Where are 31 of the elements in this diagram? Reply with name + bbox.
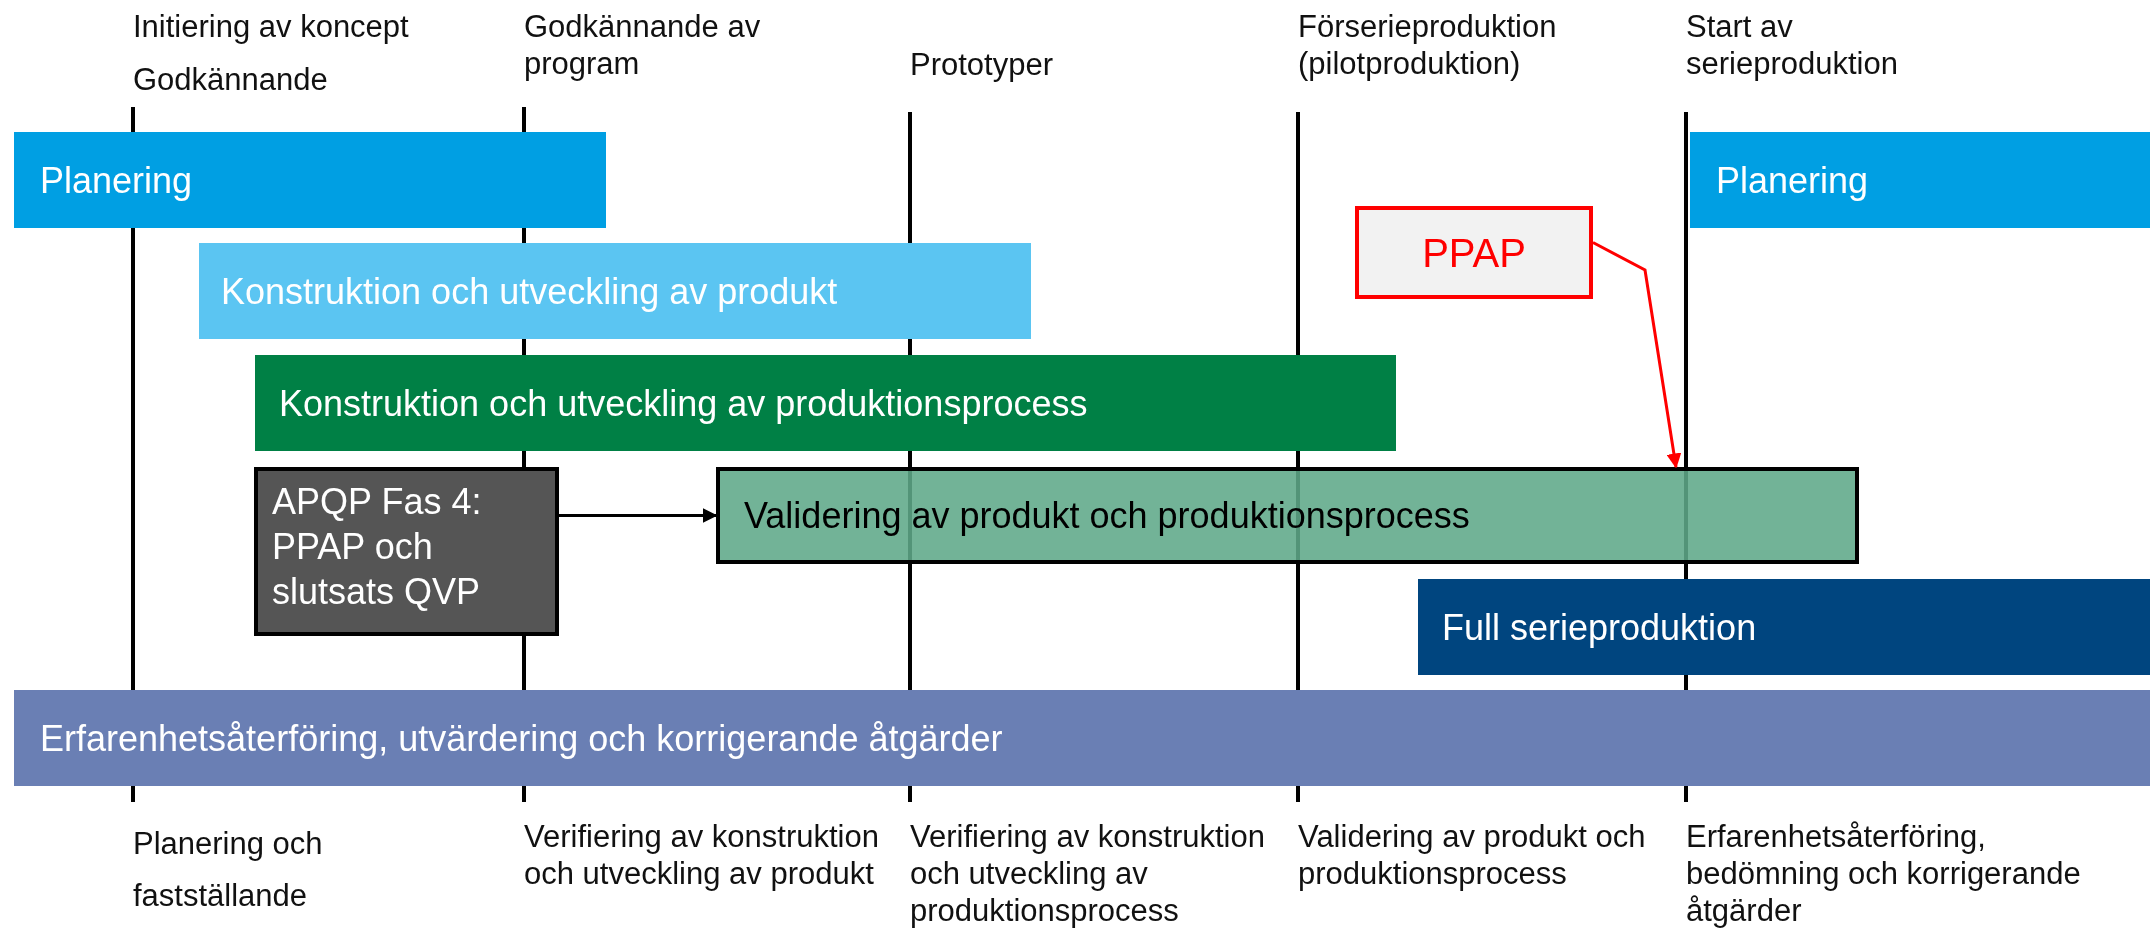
bar-label: Erfarenhetsåterföring, utvärdering och korrigerande åtgärder bbox=[40, 716, 1003, 761]
phase-bar bbox=[1690, 132, 2150, 228]
phase-bar bbox=[716, 467, 1859, 564]
bar-label: APQP Fas 4: PPAP och slutsats QVP bbox=[272, 480, 483, 614]
bar-label: Validering av produkt och produktionsprocess bbox=[744, 494, 1470, 538]
arrow bbox=[559, 508, 718, 523]
milestone-label: Erfarenhetsåterföring, bedömning och korrigerande åtgärder bbox=[1686, 818, 2082, 928]
callout-box bbox=[1355, 206, 1593, 299]
phase-bar bbox=[1418, 579, 2150, 675]
milestone-label: Prototyper bbox=[910, 46, 1054, 84]
bar-label: Konstruktion och utveckling av produktionsprocess bbox=[279, 381, 1088, 426]
phase-box bbox=[254, 467, 559, 636]
milestone-label: Verifiering av konstruktion och utveckling av produktionsprocess bbox=[910, 818, 1266, 928]
milestone-label: Validering av produkt och produktionsprocess bbox=[1298, 818, 1647, 893]
phase-bar bbox=[199, 243, 1031, 339]
arrow bbox=[1592, 241, 1682, 469]
milestone-label: Start av serieproduktion bbox=[1686, 8, 1899, 83]
bar-label: Planering bbox=[40, 158, 193, 203]
bar-label: Planering bbox=[1716, 158, 1869, 203]
bar-label: Full serieproduktion bbox=[1442, 605, 1757, 650]
phase-bar bbox=[255, 355, 1396, 451]
milestone-label: Initiering av koncept bbox=[133, 8, 410, 46]
milestone-label: Godkännande bbox=[133, 61, 329, 99]
milestone-label: Verifiering av konstruktion och utveckling av produkt bbox=[524, 818, 880, 893]
phase-bar bbox=[14, 132, 606, 228]
milestone-label: Planering och fastställande bbox=[133, 825, 324, 916]
phase-bar bbox=[14, 690, 2150, 786]
milestone-label: Förserieproduktion (pilotproduktion) bbox=[1298, 8, 1558, 83]
callout-label: PPAP bbox=[1422, 229, 1526, 277]
bar-label: Konstruktion och utveckling av produkt bbox=[221, 269, 838, 314]
milestone-label: Godkännande av program bbox=[524, 8, 762, 83]
